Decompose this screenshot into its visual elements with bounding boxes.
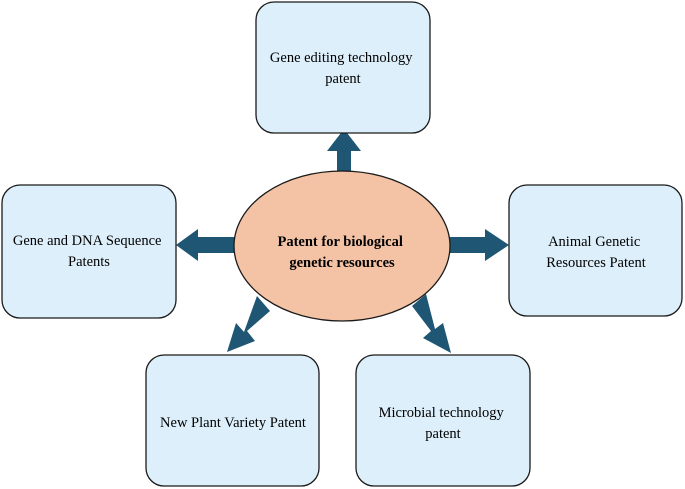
node-gene-dna-sequence: Gene and DNA Sequence Patents xyxy=(1,184,177,319)
node-label-line1: Microbial technology xyxy=(379,405,505,421)
arrow-right xyxy=(447,229,509,261)
svg-text:Microbial technology pat: Microbial technology patent xyxy=(379,405,508,442)
node-box xyxy=(508,184,683,317)
svg-text:Gene editing technology: Gene editing technology patent xyxy=(270,50,416,87)
svg-text:Patent for biological ge: Patent for biological genetic resources xyxy=(277,234,406,271)
node-label-line1: Gene editing technology xyxy=(270,50,413,66)
arrows xyxy=(176,129,509,353)
node-new-plant-variety: New Plant Variety Patent xyxy=(145,354,320,487)
arrow-up xyxy=(327,129,361,178)
node-box xyxy=(355,354,531,487)
svg-text:Animal Genetic Resources: Animal Genetic Resources Patent xyxy=(546,234,645,271)
node-animal-genetic: Animal Genetic Resources Patent xyxy=(508,184,683,317)
node-label-line1: Gene and DNA Sequence xyxy=(13,233,162,249)
arrow-down-right xyxy=(412,294,451,353)
center-ellipse xyxy=(233,170,451,322)
node-label-line2: patent xyxy=(325,71,360,87)
node-label-line2: patent xyxy=(425,426,460,442)
svg-text:Gene and DNA Sequence Pa: Gene and DNA Sequence Patents xyxy=(13,233,165,270)
node-label-line2: Resources Patent xyxy=(546,255,645,271)
node-label-line1: New Plant Variety Patent xyxy=(160,415,306,431)
center-label-line1: Patent for biological xyxy=(277,234,402,250)
node-microbial-technology: Microbial technology patent xyxy=(355,354,531,487)
node-box xyxy=(145,354,320,487)
node-box xyxy=(1,184,177,319)
node-box xyxy=(255,1,431,134)
node-gene-editing: Gene editing technology patent xyxy=(255,1,431,134)
center-node: Patent for biological genetic resources xyxy=(233,170,451,322)
arrow-down-left xyxy=(227,296,270,352)
arrow-left xyxy=(176,229,235,261)
node-label-line2: Patents xyxy=(68,254,110,270)
node-label-line1: Animal Genetic xyxy=(548,234,640,250)
center-label-line2: genetic resources xyxy=(289,255,395,271)
svg-text:New Plant Variety Patent: New Plant Variety Patent xyxy=(160,415,306,431)
